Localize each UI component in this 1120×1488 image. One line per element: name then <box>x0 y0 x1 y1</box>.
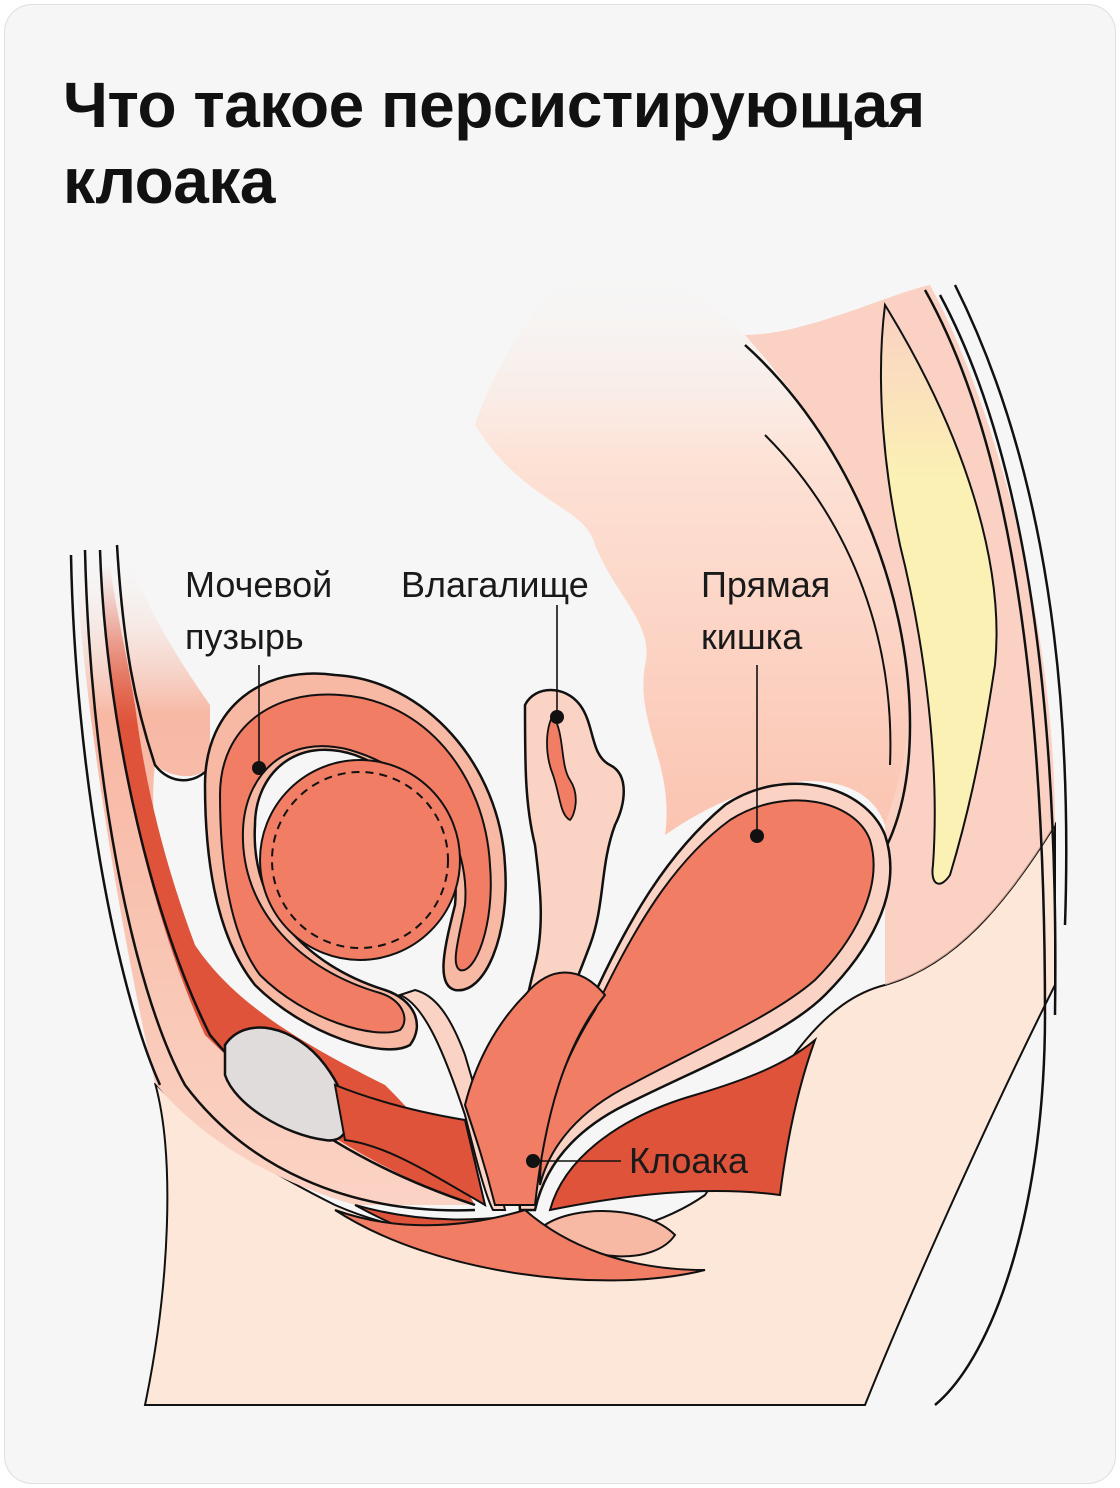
posterior-wall-line-2 <box>764 434 892 766</box>
label-rectum-line1: Прямая <box>701 564 831 605</box>
cloaca <box>463 971 607 1206</box>
label-vagina-text: Влагалище <box>401 564 589 605</box>
spine <box>880 302 998 885</box>
anterior-line-3 <box>98 549 476 1207</box>
label-rectum: Прямая кишка <box>701 559 830 663</box>
urethra <box>397 988 507 1211</box>
pelvic-floor-right <box>548 1036 818 1212</box>
label-cloaca: Клоака <box>629 1135 748 1187</box>
back-contour-1 <box>923 289 1047 1406</box>
anterior-line-2 <box>83 549 476 1212</box>
label-bladder-line2: пузырь <box>185 616 304 657</box>
label-rectum-line2: кишка <box>701 616 803 657</box>
posterior-tissue <box>475 255 909 835</box>
label-cloaca-text: Клоака <box>629 1140 748 1181</box>
rectum <box>539 799 875 1186</box>
back-contour-2 <box>938 294 1057 1016</box>
diagram-card: Что такое персистирующая клоака <box>4 4 1116 1484</box>
vagina-lumen <box>546 713 577 822</box>
bladder <box>218 693 492 1034</box>
anterior-wall <box>75 550 475 1205</box>
label-bladder-line1: Мочевой <box>185 564 333 605</box>
page-title: Что такое персистирующая клоака <box>63 69 925 217</box>
vagina-dot <box>550 710 564 724</box>
cloaca-floor <box>334 1208 706 1282</box>
anterior-line-1 <box>69 554 162 1086</box>
bladder-lumen <box>259 759 461 961</box>
label-bladder: Мочевой пузырь <box>185 559 332 663</box>
rectum-dot <box>750 829 764 843</box>
label-vagina: Влагалище <box>401 559 589 611</box>
bladder-lumen-inner <box>271 771 449 949</box>
sacrum-tissue <box>745 285 1055 985</box>
bladder-dot <box>252 761 266 775</box>
back-contour-3 <box>953 284 1068 926</box>
anterior-line-4 <box>115 544 211 782</box>
cloaca-dot <box>526 1154 540 1168</box>
pelvic-floor-left <box>333 1083 487 1208</box>
pelvis-illustration <box>69 255 1068 1406</box>
